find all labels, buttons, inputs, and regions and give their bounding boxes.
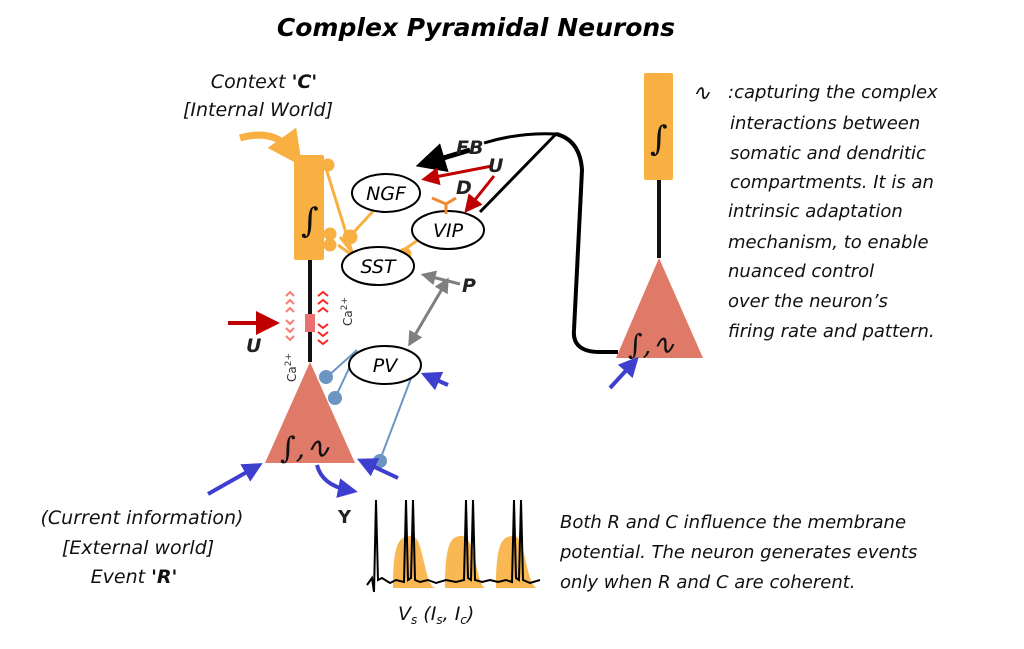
legend-line: somatic and dendritic [730, 143, 926, 164]
ca-label-right: Ca2+ [340, 297, 355, 326]
pv-node [348, 345, 422, 385]
legend-line: mechanism, to enable [728, 232, 929, 253]
u-arrow-to-vip [464, 175, 496, 214]
soma-left [265, 362, 355, 463]
legend-line: firing rate and pattern. [728, 321, 935, 342]
coherence-line: Both R and C influence the membrane [560, 512, 906, 533]
feedback-axon [555, 132, 618, 354]
trace-label-i2: I [455, 603, 461, 625]
trace-label-v: V [398, 603, 413, 625]
trace-label-i1: I [431, 603, 437, 625]
legend-line: compartments. It is an [730, 172, 934, 193]
ca-chevrons-red [317, 290, 329, 346]
ca-influx-chevrons [285, 290, 329, 346]
sst-label: SST [360, 256, 396, 278]
spike-trace-line [366, 499, 541, 593]
context-internal-world: [Internal World] [183, 99, 333, 121]
legend-line: interactions between [730, 113, 920, 134]
blue-input-arrows [207, 371, 449, 498]
apical-dendrite-left [294, 155, 324, 260]
ca-chevrons-light [285, 290, 295, 342]
external-world-label: [External world] [62, 537, 214, 559]
ca-channel-left [305, 314, 315, 332]
legend-description: :capturing the complex interactions betw… [728, 82, 938, 342]
d-arrows [431, 196, 457, 214]
soma-symbols-left: ∫,∿ [280, 431, 330, 466]
pv-input-arrow [420, 371, 449, 391]
event-label-prefix: Event [91, 566, 151, 588]
p-arrow-sst-pv [408, 277, 449, 347]
trace-label-i2-sub: c [460, 613, 467, 627]
trace-label-v-sub: s [411, 613, 417, 627]
context-label-prefix: Context [211, 71, 292, 93]
fb-label: FB [456, 137, 483, 159]
apical-dendrite-right [644, 73, 673, 180]
coherence-line: potential. The neuron generates events [559, 542, 917, 563]
trace-label-open: ( [417, 603, 432, 625]
u-label-left: U [246, 335, 262, 357]
vip-feedback-line [478, 132, 560, 214]
trace-label-i1-sub: s [436, 613, 442, 627]
u-label-top: U [488, 155, 504, 177]
vip-label: VIP [433, 220, 464, 242]
r-input-arrow [207, 463, 263, 496]
trace-label-close: ) [465, 603, 474, 625]
soma-symbols-right: ∫,∿ [628, 328, 675, 361]
integral-icon-left-dendrite: ∫ [301, 201, 319, 241]
legend-line: :capturing the complex [728, 82, 938, 103]
legend-line: nuanced control [728, 261, 874, 282]
membrane-trace [366, 499, 541, 593]
event-label-r: 'R' [151, 566, 177, 588]
p-arrow-to-sst [420, 270, 461, 286]
ngf-label: NGF [366, 183, 407, 205]
soma-right [616, 258, 703, 358]
trace-label-comma: , [443, 603, 455, 625]
y-output-arrow [315, 464, 358, 498]
wave-symbol-icon: ∿ [692, 81, 711, 106]
p-label: P [462, 275, 476, 297]
y-label: Y [337, 507, 352, 528]
event-r-label: Event 'R' [91, 566, 178, 588]
current-information-label: (Current information) [41, 507, 244, 529]
ca-label-left: Ca2+ [284, 353, 299, 382]
context-label: Context 'C' [211, 71, 317, 93]
vip-node [411, 210, 485, 250]
u-arrow-to-ngf [421, 164, 493, 186]
pv-soma-arrow [356, 458, 399, 480]
sst-node [341, 246, 415, 286]
fb-arrow [415, 143, 471, 173]
legend-line: over the neuron’s [728, 291, 888, 312]
context-input-arrow [239, 127, 303, 167]
pv-label: PV [373, 355, 399, 377]
context-label-c: 'C' [292, 71, 318, 93]
diagram-title: Complex Pyramidal Neurons [277, 13, 675, 42]
coherence-line: only when R and C are coherent. [560, 572, 856, 593]
d-label: D [456, 177, 472, 199]
legend-line: intrinsic adaptation [728, 201, 903, 222]
ngf-node [351, 173, 421, 213]
right-neuron-input-arrow [608, 356, 639, 390]
integral-icon-right-dendrite: ∫ [650, 119, 668, 159]
trace-label: Vs (Is, Ic) [398, 603, 474, 627]
plateau-3 [496, 536, 538, 588]
